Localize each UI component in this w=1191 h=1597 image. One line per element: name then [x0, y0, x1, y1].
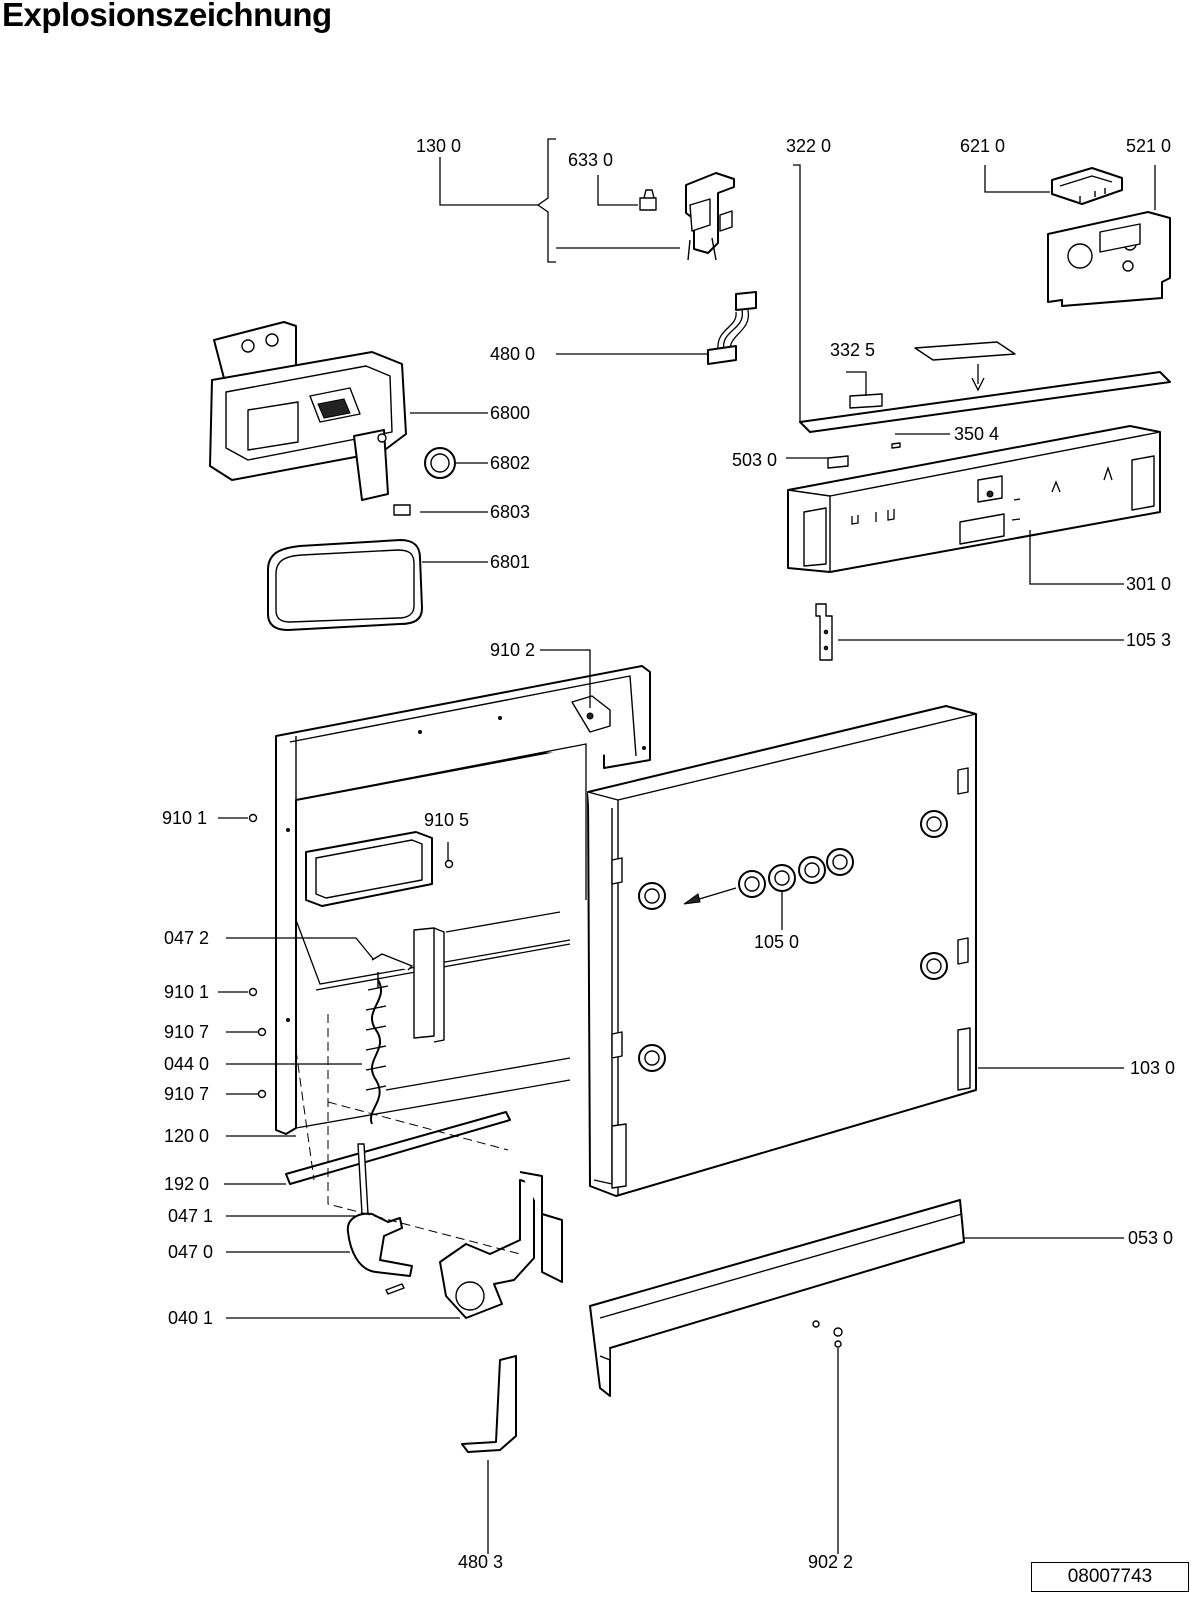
callout-1050: 105 0: [754, 932, 799, 952]
callout-6802: 6802: [490, 453, 530, 473]
callout-3325: 332 5: [830, 340, 875, 360]
callout-labels: 130 0 633 0 322 0 621 0 521 0 480 0 332 …: [162, 136, 1175, 1572]
callout-4803: 480 3: [458, 1552, 503, 1572]
callout-6330: 633 0: [568, 150, 613, 170]
callout-6210: 621 0: [960, 136, 1005, 156]
callout-3010: 301 0: [1126, 574, 1171, 594]
hinge-and-spring-parts: [218, 813, 563, 1554]
document-number: 08007743: [1031, 1562, 1189, 1592]
callout-4800: 480 0: [490, 344, 535, 364]
callout-1300: 130 0: [416, 136, 461, 156]
callout-9101-lower: 910 1: [164, 982, 209, 1002]
control-panel-assembly: [786, 341, 1171, 661]
callout-6801: 6801: [490, 552, 530, 572]
callout-9101-upper: 910 1: [162, 808, 207, 828]
callout-9022: 902 2: [808, 1552, 853, 1572]
callout-6800: 6800: [490, 403, 530, 423]
outer-door-panel: [587, 705, 1124, 1197]
callout-1920: 192 0: [164, 1174, 209, 1194]
callout-5210: 521 0: [1126, 136, 1171, 156]
callout-0530: 053 0: [1128, 1228, 1173, 1248]
assembly-guides: [295, 1014, 521, 1255]
inner-door-frame: [275, 649, 651, 1135]
callout-3504: 350 4: [954, 424, 999, 444]
callout-9107-upper: 910 7: [164, 1022, 209, 1042]
callout-0472: 047 2: [164, 928, 209, 948]
electronic-module: [793, 164, 1171, 422]
callout-0471: 047 1: [168, 1206, 213, 1226]
callout-0470: 047 0: [168, 1242, 213, 1262]
callout-9102: 910 2: [490, 640, 535, 660]
kick-plate: [589, 1199, 1124, 1554]
callout-3220: 322 0: [786, 136, 831, 156]
cable-harness: [556, 291, 757, 365]
page-title: Explosionszeichnung: [2, 0, 332, 33]
callout-9107-lower: 910 7: [164, 1084, 209, 1104]
switch-assembly: [439, 138, 735, 263]
callout-1030: 103 0: [1130, 1058, 1175, 1078]
callout-0401: 040 1: [168, 1308, 213, 1328]
callout-1200: 120 0: [164, 1126, 209, 1146]
callout-6803: 6803: [490, 502, 530, 522]
callout-1053: 105 3: [1126, 630, 1171, 650]
callout-9105: 910 5: [424, 810, 469, 830]
callout-0440: 044 0: [164, 1054, 209, 1074]
callout-5030: 503 0: [732, 450, 777, 470]
dispenser-assembly: [209, 321, 488, 631]
